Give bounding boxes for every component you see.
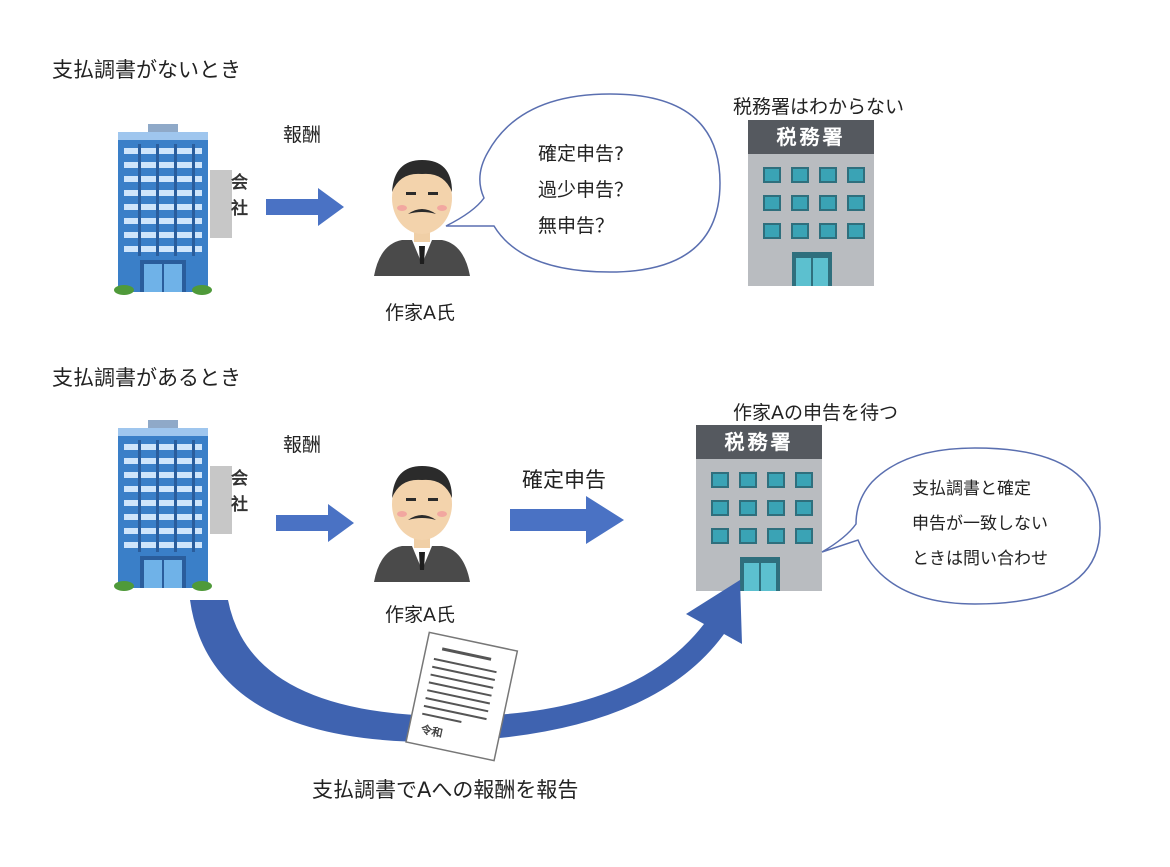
writer-label: 作家A氏 bbox=[385, 302, 455, 324]
tax-office-sign: 税務署 bbox=[725, 430, 794, 454]
payment-label: 報酬 bbox=[283, 124, 322, 146]
speech-bubble bbox=[821, 447, 1101, 605]
writer-avatar-icon bbox=[374, 160, 470, 276]
bubble-line: 申告が一致しない bbox=[912, 514, 1048, 534]
report-caption: 支払調書でAへの報酬を報告 bbox=[312, 778, 579, 802]
section-title-with-report: 支払調書があるとき bbox=[52, 366, 241, 390]
company-sign-char-1: 会 bbox=[231, 172, 248, 193]
company-sign-char-2: 社 bbox=[230, 494, 248, 515]
company-sign-char-1: 会 bbox=[231, 468, 248, 489]
company-sign-char-2: 社 bbox=[230, 198, 248, 219]
bubble-line: ときは問い合わせ bbox=[912, 549, 1048, 569]
payment-arrow bbox=[266, 188, 344, 226]
bubble-line: 過少申告？ bbox=[538, 179, 634, 201]
writer-label: 作家A氏 bbox=[385, 604, 455, 626]
speech-bubble-text: 確定申告? 過少申告？ 無申告？ bbox=[538, 136, 633, 244]
tax-filing-label: 確定申告 bbox=[522, 468, 606, 492]
tax-office-caption: 税務署はわからない bbox=[733, 96, 905, 118]
speech-bubble-text: 支払調書と確定 申告が一致しない ときは問い合わせ bbox=[912, 472, 1048, 577]
section-title-without-report: 支払調書がないとき bbox=[52, 58, 241, 82]
bubble-line: 支払調書と確定 bbox=[912, 479, 1031, 499]
writer-avatar-icon bbox=[374, 466, 470, 582]
company-building-icon bbox=[114, 124, 232, 295]
bubble-line: 無申告？ bbox=[538, 215, 615, 237]
speech-bubble bbox=[445, 93, 721, 273]
company-building-icon bbox=[114, 420, 232, 591]
bubble-line: 確定申告? bbox=[538, 143, 625, 165]
tax-office-caption: 作家Aの申告を待つ bbox=[733, 402, 898, 424]
document-stamp: 令和 bbox=[419, 722, 444, 740]
payment-report-document-icon: 令和 bbox=[405, 631, 519, 762]
report-curve-arrow bbox=[190, 580, 742, 743]
tax-filing-arrow bbox=[510, 496, 624, 544]
tax-office-sign: 税務署 bbox=[777, 125, 846, 149]
payment-label: 報酬 bbox=[283, 434, 322, 456]
payment-arrow bbox=[276, 504, 354, 542]
